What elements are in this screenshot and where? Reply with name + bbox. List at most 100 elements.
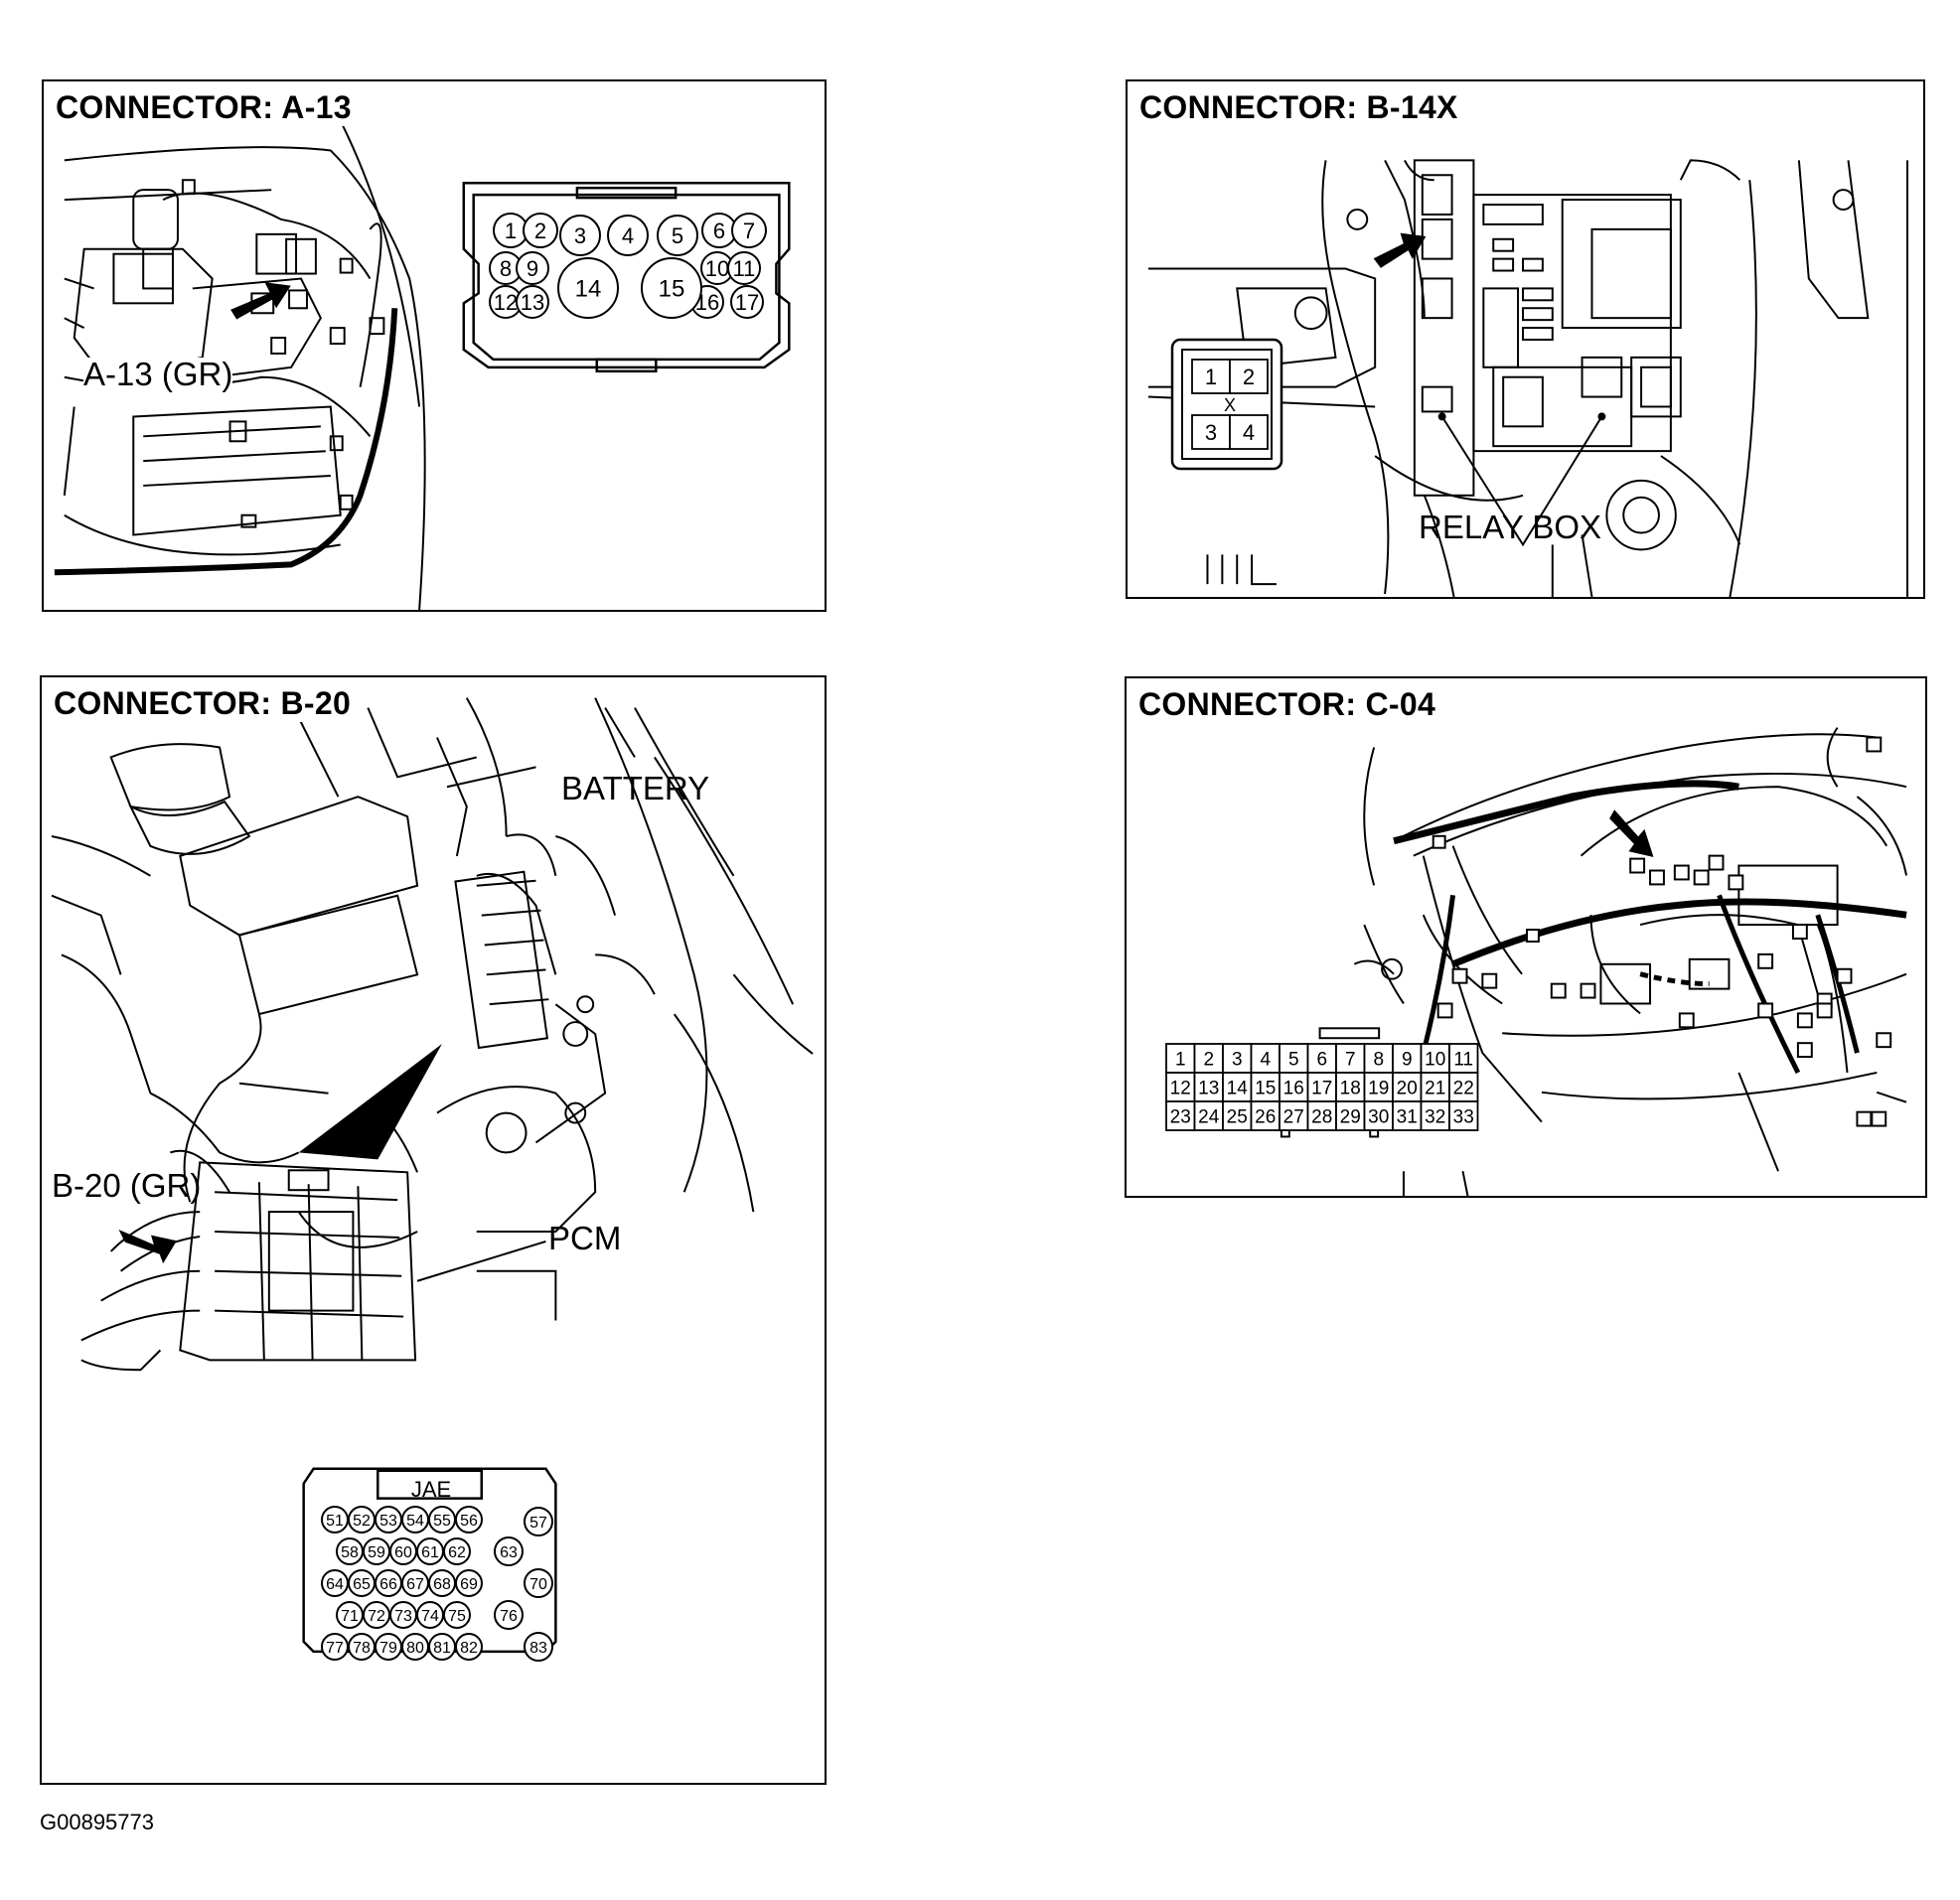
- svg-text:4: 4: [1260, 1049, 1271, 1070]
- connector-face-a13: [462, 181, 791, 373]
- svg-text:31: 31: [1397, 1106, 1418, 1127]
- panel-title: CONNECTOR: A-13: [56, 89, 356, 126]
- svg-text:24: 24: [1198, 1106, 1220, 1127]
- connector-pin: 70: [524, 1568, 553, 1598]
- svg-text:56: 56: [460, 1513, 478, 1530]
- svg-text:6: 6: [1316, 1049, 1327, 1070]
- connector-pin: 15: [641, 257, 702, 319]
- connector-callout-label: A-13 (GR): [83, 356, 233, 392]
- svg-text:30: 30: [1368, 1106, 1389, 1127]
- svg-text:27: 27: [1283, 1106, 1304, 1127]
- svg-text:65: 65: [353, 1576, 371, 1593]
- connector-pin: 55: [428, 1506, 456, 1534]
- connector-pin: 13: [1193, 1072, 1224, 1102]
- svg-text:21: 21: [1425, 1078, 1445, 1098]
- connector-pin: 5: [657, 215, 698, 256]
- connector-pin: 16: [1279, 1072, 1309, 1102]
- svg-text:78: 78: [353, 1640, 371, 1657]
- svg-text:4: 4: [1243, 420, 1255, 445]
- svg-text:29: 29: [1340, 1106, 1361, 1127]
- pcm-label: PCM: [548, 1220, 622, 1256]
- svg-text:11: 11: [1453, 1049, 1473, 1070]
- connector-pin: 74: [416, 1601, 444, 1629]
- svg-text:11: 11: [733, 256, 756, 281]
- svg-text:82: 82: [460, 1640, 478, 1657]
- svg-text:69: 69: [460, 1576, 478, 1593]
- connector-pin: 61: [416, 1537, 444, 1565]
- svg-text:18: 18: [1340, 1078, 1361, 1098]
- svg-text:13: 13: [521, 290, 544, 315]
- svg-text:17: 17: [735, 290, 759, 315]
- connector-pin: 82: [455, 1633, 483, 1661]
- svg-text:22: 22: [1453, 1078, 1474, 1098]
- svg-text:25: 25: [1227, 1106, 1248, 1127]
- svg-text:33: 33: [1453, 1106, 1474, 1127]
- connector-pin: 7: [731, 213, 767, 248]
- instrument-panel-illustration: [1280, 727, 1908, 1196]
- svg-text:9: 9: [527, 256, 538, 281]
- svg-text:75: 75: [448, 1608, 466, 1625]
- connector-pin: 57: [524, 1507, 553, 1536]
- svg-text:28: 28: [1311, 1106, 1332, 1127]
- svg-text:5: 5: [672, 223, 683, 248]
- battery-label: BATTERY: [561, 770, 710, 806]
- panel-title: CONNECTOR: B-14X: [1139, 89, 1462, 126]
- svg-text:15: 15: [659, 276, 685, 303]
- relay-box-label: RELAY BOX: [1419, 509, 1602, 545]
- svg-text:8: 8: [500, 256, 512, 281]
- connector-pin: 29: [1335, 1100, 1366, 1131]
- connector-pin: 4: [1250, 1043, 1281, 1074]
- connector-pin: 22: [1448, 1072, 1479, 1102]
- svg-text:3: 3: [1205, 420, 1217, 445]
- svg-text:71: 71: [341, 1608, 359, 1625]
- connector-pin: 59: [363, 1537, 390, 1565]
- svg-text:15: 15: [1255, 1078, 1276, 1098]
- connector-pin: 9: [1392, 1043, 1423, 1074]
- svg-text:26: 26: [1255, 1106, 1276, 1127]
- svg-text:74: 74: [421, 1608, 439, 1625]
- connector-pin: 14: [1222, 1072, 1253, 1102]
- connector-pin: 12: [489, 285, 523, 319]
- connector-pin: 72: [363, 1601, 390, 1629]
- connector-pin: 31: [1392, 1100, 1423, 1131]
- svg-text:81: 81: [433, 1640, 451, 1657]
- svg-text:57: 57: [529, 1515, 547, 1532]
- connector-pin: 2: [523, 213, 558, 248]
- connector-pin: 21: [1420, 1072, 1450, 1102]
- connector-pin: 53: [375, 1506, 402, 1534]
- connector-pin: 3: [1191, 414, 1231, 450]
- connector-pin: 71: [336, 1601, 364, 1629]
- panel-connector-b20: CONNECTOR: B-20 BATTERY B-20 (GR) PCM JA…: [40, 675, 827, 1785]
- svg-text:6: 6: [713, 219, 725, 243]
- svg-text:7: 7: [743, 219, 755, 243]
- connector-pin: 33: [1448, 1100, 1479, 1131]
- connector-maker-label: JAE: [411, 1477, 451, 1502]
- connector-pin: 4: [1229, 414, 1269, 450]
- connector-pin: 27: [1279, 1100, 1309, 1131]
- connector-pin: 1: [1191, 359, 1231, 394]
- connector-pin: 1: [493, 213, 528, 248]
- svg-text:1: 1: [1175, 1049, 1186, 1070]
- connector-pin: 64: [321, 1569, 349, 1597]
- svg-text:9: 9: [1402, 1049, 1413, 1070]
- connector-pin: 2: [1193, 1043, 1224, 1074]
- connector-pin: 18: [1335, 1072, 1366, 1102]
- panel-title: CONNECTOR: C-04: [1138, 686, 1440, 723]
- svg-text:1: 1: [1205, 365, 1217, 389]
- connector-pin: 30: [1363, 1100, 1394, 1131]
- connector-pin: 69: [455, 1569, 483, 1597]
- svg-text:20: 20: [1397, 1078, 1418, 1098]
- connector-pin: 65: [348, 1569, 376, 1597]
- svg-text:3: 3: [574, 223, 586, 248]
- svg-text:13: 13: [1198, 1078, 1219, 1098]
- svg-text:73: 73: [394, 1608, 412, 1625]
- connector-pin: 26: [1250, 1100, 1281, 1131]
- connector-pin: 2: [1229, 359, 1269, 394]
- svg-text:61: 61: [421, 1544, 439, 1561]
- connector-pin: 10: [1420, 1043, 1450, 1074]
